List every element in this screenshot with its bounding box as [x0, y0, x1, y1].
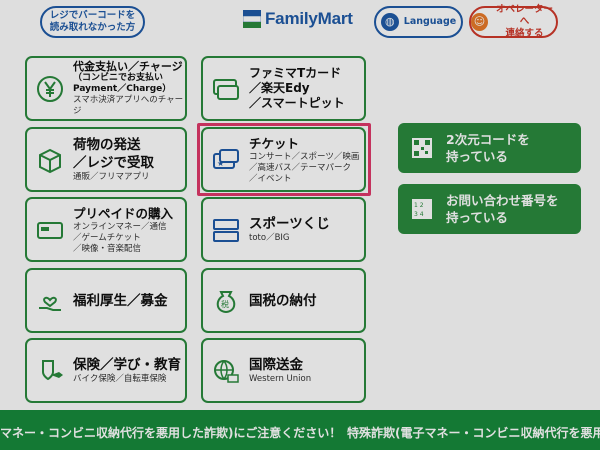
- svg-text:1 2: 1 2: [414, 202, 424, 209]
- brand-logo: FamilyMart: [243, 9, 353, 29]
- svg-text:★: ★: [217, 159, 224, 168]
- barcode-help-button[interactable]: レジでバーコードを 読み取れなかった方: [40, 6, 145, 38]
- prepaid-sub: オンラインマネー／通信 ／ゲームチケット ／映像・音楽配信: [73, 221, 167, 254]
- shield-graduation-icon: [42, 359, 63, 380]
- remittance-sub: Western Union: [249, 374, 312, 384]
- globe-icon: ◍: [380, 13, 399, 31]
- sports-lottery-sub: toto／BIG: [249, 233, 290, 243]
- number-grid-icon: 1 2 3 4: [412, 199, 432, 219]
- menu-famima-card[interactable]: ファミマTカード ／楽天Edy ／スマートピット: [201, 56, 366, 121]
- national-tax-title: 国税の納付: [249, 292, 317, 309]
- qr-code-icon: [412, 138, 432, 158]
- language-label: Language: [403, 16, 457, 27]
- famima-card-title: ファミマTカード ／楽天Edy ／スマートピット: [249, 66, 345, 110]
- inquiry-number-button[interactable]: 1 2 3 4 お問い合わせ番号を 持っている: [398, 184, 581, 234]
- ticket-sub: コンサート／スポーツ／映画 ／高速バス／テーマパーク ／イベント: [249, 151, 360, 184]
- ticker-text-left: マネー・コンビニ収納代行を悪用した詐欺)にご注意ください！: [0, 426, 342, 440]
- menu-national-tax[interactable]: 税 国税の納付: [201, 268, 366, 333]
- menu-international-remittance[interactable]: 国際送金 Western Union: [201, 338, 366, 403]
- ticket-title: チケット: [249, 135, 300, 151]
- menu-sports-lottery[interactable]: スポーツくじ toto／BIG: [201, 197, 366, 262]
- svg-text:3 4: 3 4: [414, 211, 424, 218]
- svg-text:税: 税: [221, 299, 229, 309]
- menu-payment-charge[interactable]: 代金支払い／チャージ （コンビニでお支払い Payment／Charge） スマ…: [25, 56, 187, 121]
- insurance-sub: バイク保険／自転車保険: [73, 374, 167, 384]
- qr-code-label: 2次元コードを 持っている: [446, 132, 530, 164]
- package-title: 荷物の発送 ／レジで受取: [73, 137, 154, 171]
- tax-bag-icon: 税: [216, 290, 236, 313]
- operator-label: オペレーターへ 連絡する: [496, 4, 554, 39]
- menu-insurance[interactable]: 保険／学び・教育 バイク保険／自転車保険: [25, 338, 187, 403]
- inquiry-number-label: お問い合わせ番号を 持っている: [446, 193, 559, 225]
- brand-name: FamilyMart: [265, 9, 353, 28]
- payment-title: 代金支払い／チャージ: [73, 60, 183, 73]
- language-button[interactable]: ◍ Language: [374, 6, 463, 38]
- ticket-icon: ★: [213, 148, 239, 169]
- qr-code-button[interactable]: 2次元コードを 持っている: [398, 123, 581, 173]
- prepaid-title: プリペイドの購入: [73, 205, 174, 221]
- globe-money-icon: [214, 359, 239, 383]
- hand-heart-icon: [39, 296, 61, 311]
- familymart-logo-icon: [243, 10, 261, 28]
- barcode-help-label: レジでバーコードを 読み取れなかった方: [49, 10, 136, 33]
- operator-button[interactable]: ☺ オペレーターへ 連絡する: [469, 4, 558, 39]
- operator-face-icon: ☺: [471, 13, 489, 31]
- payment-title-sub: （コンビニでお支払い Payment／Charge）: [73, 73, 172, 94]
- prepaid-card-icon: [37, 221, 63, 239]
- yen-coin-icon: [37, 75, 63, 102]
- menu-ticket[interactable]: ★ チケット コンサート／スポーツ／映画 ／高速バス／テーマパーク ／イベント: [201, 127, 366, 192]
- menu-package[interactable]: 荷物の発送 ／レジで受取 通販／フリマアプリ: [25, 127, 187, 192]
- remittance-title: 国際送金: [249, 357, 303, 373]
- payment-sub: スマホ決済アプリへのチャージ: [73, 95, 184, 116]
- package-icon: [39, 148, 61, 173]
- menu-welfare[interactable]: 福利厚生／募金: [25, 268, 187, 333]
- package-sub: 通販／フリマアプリ: [73, 172, 150, 182]
- ticker-text-right: 特殊詐欺(電子マネー・コンビニ収納代行を悪用: [347, 426, 600, 440]
- selection-highlight: [197, 123, 371, 196]
- welfare-title: 福利厚生／募金: [73, 292, 168, 309]
- sports-lottery-title: スポーツくじ: [249, 216, 330, 232]
- warning-ticker: マネー・コンビニ収納代行を悪用した詐欺)にご注意ください！ 特殊詐欺(電子マネー…: [0, 410, 600, 450]
- insurance-title: 保険／学び・教育: [73, 357, 181, 373]
- card-icon: [213, 78, 239, 100]
- sports-lottery-icon: [213, 218, 239, 242]
- menu-prepaid[interactable]: プリペイドの購入 オンラインマネー／通信 ／ゲームチケット ／映像・音楽配信: [25, 197, 187, 262]
